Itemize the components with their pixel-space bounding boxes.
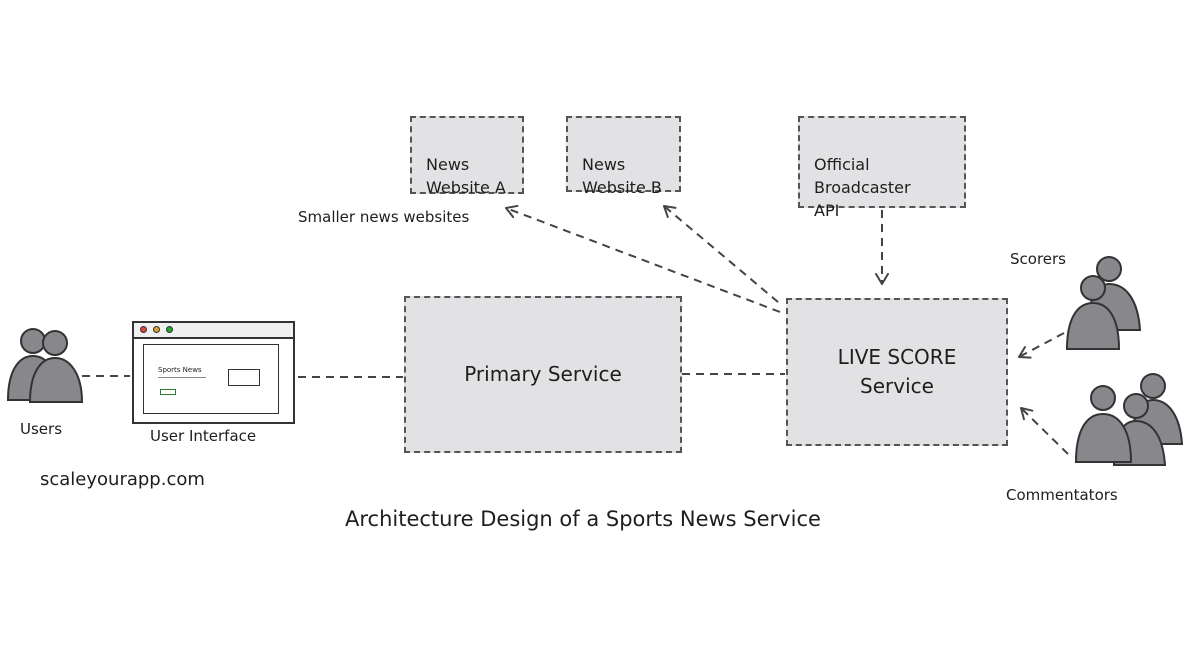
diagram-caption: Architecture Design of a Sports News Ser…	[345, 507, 821, 531]
browser-window-icon: Sports News	[132, 321, 295, 424]
official-broadcaster-api-label: Official Broadcaster API	[814, 155, 911, 220]
news-website-b-box: News Website B	[566, 116, 681, 197]
commentators-person-icon	[1074, 373, 1184, 466]
primary-service-label: Primary Service	[464, 362, 622, 386]
primary-service-box: Primary Service	[404, 296, 682, 453]
minimize-dot-icon	[153, 326, 160, 333]
maximize-dot-icon	[166, 326, 173, 333]
mockup-link-icon	[160, 389, 176, 395]
live-score-service-label: LIVE SCORE Service	[837, 345, 957, 398]
user-interface-label: User Interface	[150, 427, 257, 445]
mockup-text-line	[158, 377, 206, 378]
mockup-title: Sports News	[158, 366, 202, 374]
scorers-label: Scorers	[1010, 250, 1066, 268]
news-website-a-label: News Website A	[426, 155, 506, 197]
official-broadcaster-api-box: Official Broadcaster API	[798, 116, 966, 220]
edge-commentators-livescore	[1020, 407, 1069, 455]
edge-livescore-website-b	[663, 205, 779, 303]
mockup-image-placeholder	[228, 369, 260, 386]
smaller-news-websites-label: Smaller news websites	[298, 208, 470, 226]
browser-title-bar	[134, 323, 293, 339]
live-score-service-box: LIVE SCORE Service	[786, 298, 1008, 446]
news-website-b-label: News Website B	[582, 155, 662, 197]
edge-scorers-livescore	[1018, 332, 1065, 359]
close-dot-icon	[140, 326, 147, 333]
news-website-a-box: News Website A	[410, 116, 524, 197]
users-person-icon	[6, 328, 84, 403]
users-label: Users	[20, 420, 63, 438]
watermark: scaleyourapp.com	[40, 469, 205, 490]
commentators-label: Commentators	[1006, 486, 1118, 504]
browser-viewport: Sports News	[143, 344, 279, 414]
scorers-person-icon	[1065, 256, 1142, 350]
edge-livescore-smaller-websites	[505, 204, 781, 313]
